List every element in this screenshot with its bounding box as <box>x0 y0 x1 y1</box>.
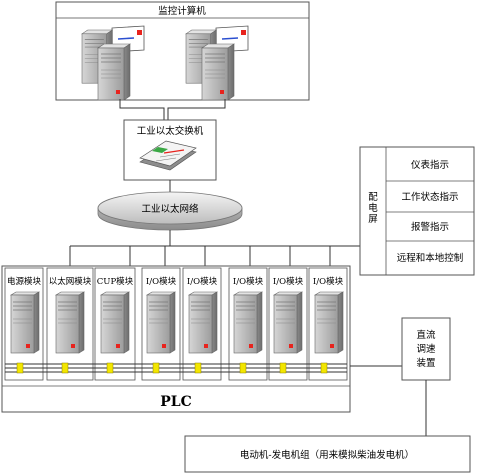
module-slots <box>4 267 348 381</box>
bus-drops <box>69 246 331 266</box>
dc-speed-line-2: 调速 <box>416 344 436 355</box>
module-icon-io-3 <box>233 291 263 354</box>
dc-speed-line-3: 装置 <box>416 357 435 369</box>
module-icon-ethernet <box>55 291 85 354</box>
backplane-rail <box>5 363 347 373</box>
module-icon-io-5 <box>314 291 344 354</box>
dc-speed-box <box>401 317 451 381</box>
plc-frame <box>1 265 351 413</box>
module-label-io-5: I/O模块 <box>313 276 344 287</box>
module-label-io-3: I/O模块 <box>233 276 264 287</box>
plc-label: PLC <box>160 394 192 410</box>
switch-label: 工业以太交换机 <box>137 125 204 137</box>
panel-title-3: 屏 <box>368 214 378 225</box>
ethernet-label: 工业以太网络 <box>141 203 199 215</box>
link-pc2-switch <box>167 99 226 120</box>
monitor-title: 监控计算机 <box>158 5 206 17</box>
panel-title-1: 配 <box>368 192 378 203</box>
dc-speed-line-1: 直流 <box>416 329 436 341</box>
computer-icon-right <box>186 26 248 100</box>
module-icon-io-1 <box>146 291 176 354</box>
module-icon-io-2 <box>188 291 218 354</box>
panel-title-2: 电 <box>368 202 378 214</box>
module-label-cpu: CUP模块 <box>97 276 134 287</box>
module-label-ethernet: 以太网模块 <box>49 276 92 287</box>
module-label-power: 电源模块 <box>7 276 42 287</box>
ethernet-disk <box>97 191 243 231</box>
module-icon-cpu <box>100 291 130 354</box>
distribution-panel <box>359 146 475 276</box>
module-icon-power <box>10 291 40 354</box>
panel-item-control: 远程和本地控制 <box>397 252 464 264</box>
backplane-connectors <box>16 362 328 374</box>
link-pc1-switch <box>119 99 165 120</box>
module-label-io-4: I/O模块 <box>273 276 304 287</box>
panel-item-alarm: 报警指示 <box>411 221 449 233</box>
panel-item-status: 工作状态指示 <box>401 191 458 203</box>
generator-box <box>184 435 471 473</box>
panel-item-meter: 仪表指示 <box>411 159 449 171</box>
switch-icon <box>139 140 197 171</box>
generator-label: 电动机-发电机组（用来模拟柴油发电机） <box>240 449 414 461</box>
computer-icon-left <box>82 26 144 100</box>
module-label-io-2: I/O模块 <box>187 276 218 287</box>
module-label-io-1: I/O模块 <box>146 276 177 287</box>
module-icon-io-4 <box>273 291 303 354</box>
